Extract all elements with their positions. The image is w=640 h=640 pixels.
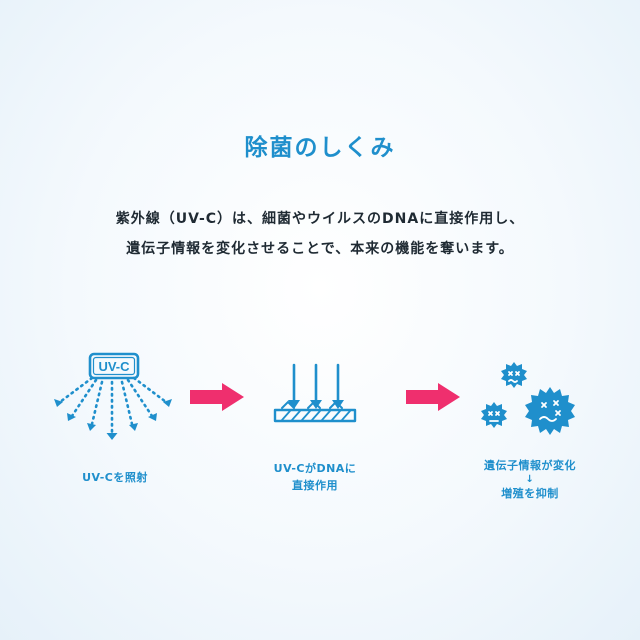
- virus-small-left: [481, 402, 507, 428]
- page-title: 除菌のしくみ: [244, 135, 396, 161]
- description-line-2: 遺伝子情報を変化させることで、本来の機能を奪います。: [126, 241, 514, 257]
- arrow-right-icon: [406, 383, 460, 411]
- uv-lamp-icon: UV-C: [54, 352, 172, 440]
- uv-badge-label: UV-C: [98, 359, 130, 374]
- virus-large: [525, 387, 575, 435]
- arrow-right-icon: [190, 383, 244, 411]
- step-2-caption: UV-CがDNAに 直接作用: [240, 460, 390, 494]
- step-3-caption: 遺伝子情報が変化 ↓ 増殖を抑制: [455, 457, 605, 502]
- virus-small-top: [501, 362, 527, 388]
- uv-badge-frame: [88, 352, 140, 380]
- step-3-caption-line: 遺伝子情報が変化: [484, 459, 576, 472]
- step-3-caption-line: 増殖を抑制: [501, 487, 559, 500]
- description-line-1: 紫外線（UV-C）は、細菌やウイルスのDNAに直接作用し、: [115, 211, 525, 227]
- down-arrow: ↓: [525, 474, 535, 485]
- step-1-caption: UV-Cを照射: [40, 469, 190, 486]
- step-2-caption-line: 直接作用: [292, 479, 338, 492]
- step-1-caption-line: UV-Cを照射: [82, 471, 148, 484]
- virus-icon: [481, 362, 575, 435]
- dna-surface-icon: [273, 363, 357, 423]
- step-2-caption-line: UV-CがDNAに: [273, 462, 357, 475]
